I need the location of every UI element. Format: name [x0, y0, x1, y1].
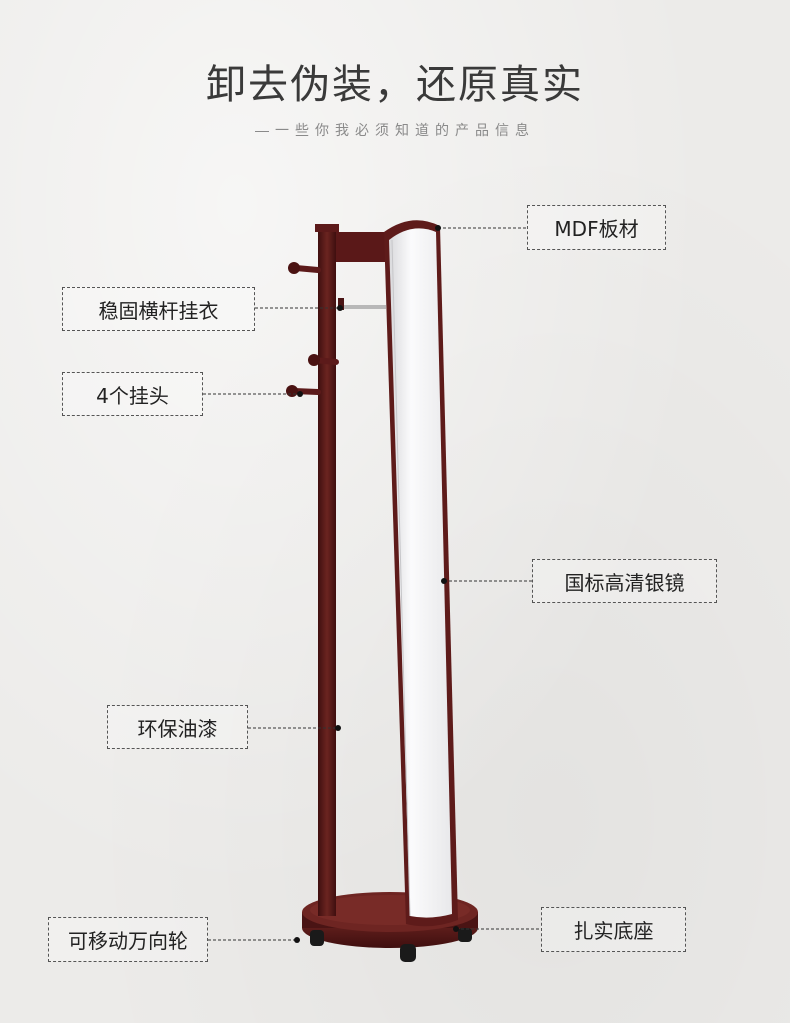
- label-mirror: 国标高清银镜: [532, 559, 717, 603]
- subtitle-dash: [255, 130, 269, 132]
- label-base: 扎实底座: [541, 907, 686, 952]
- hanging-rail: [338, 305, 386, 309]
- label-crossbar: 稳固横杆挂衣: [62, 287, 255, 331]
- label-hooks: 4个挂头: [62, 372, 203, 416]
- label-mdf-board: MDF板材: [527, 205, 666, 250]
- subtitle-text: 一些你我必须知道的产品信息: [275, 123, 535, 139]
- top-crossbar: [336, 232, 390, 262]
- label-wheels: 可移动万向轮: [48, 917, 208, 962]
- page-subtitle: 一些你我必须知道的产品信息: [0, 120, 790, 140]
- leader-dots: [294, 225, 459, 943]
- main-pole: [318, 226, 336, 916]
- label-paint: 环保油漆: [107, 705, 248, 749]
- mirror-frame: [384, 220, 458, 927]
- caster-wheels: [310, 928, 472, 962]
- leader-lines: [203, 227, 541, 941]
- page-title: 卸去伪装，还原真实: [206, 62, 584, 108]
